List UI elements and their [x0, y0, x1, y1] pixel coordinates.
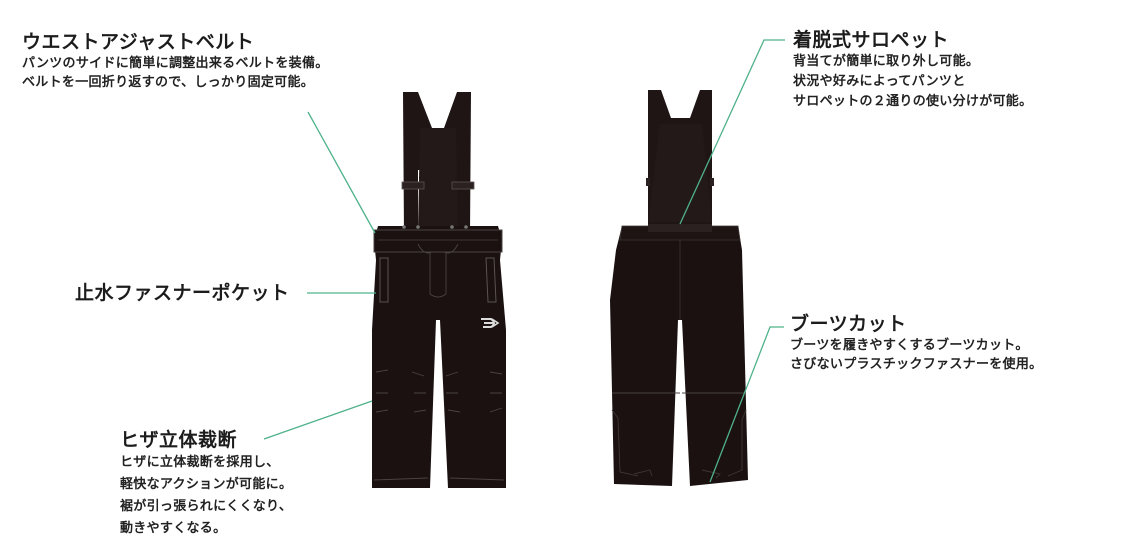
callout-desc-line: ブーツを履きやすくするブーツカット。	[790, 338, 1029, 353]
callout-title: 着脱式サロペット	[793, 29, 950, 51]
leader-line-detach	[679, 39, 785, 225]
callout-title: ブーツカット	[790, 313, 907, 335]
callout-desc-line: ヒザに立体裁断を採用し、	[120, 455, 280, 470]
daiwa-logo	[481, 318, 500, 328]
callout-desc-line: 裾が引っ張られにくくなり、	[120, 499, 293, 514]
callout-detachable-salopette: 着脱式サロペット 背当てが簡単に取り外し可能。 状況や好みによってパンツと サロ…	[793, 28, 1032, 112]
leader-line-boot	[709, 326, 784, 483]
callout-desc-line: パンツのサイドに簡単に調整出来るベルトを装備。	[22, 56, 329, 71]
callout-title: 止水ファスナーポケット	[75, 282, 290, 304]
callout-title: ウエストアジャストベルト	[22, 31, 255, 53]
callout-waist-adjust-belt: ウエストアジャストベルト パンツのサイドに簡単に調整出来るベルトを装備。 ベルト…	[22, 30, 329, 92]
leader-line-waist	[307, 111, 376, 234]
callout-desc-line: さびないプラスチックファスナーを使用。	[790, 357, 1043, 372]
callout-desc-line: 背当てが簡単に取り外し可能。	[793, 54, 980, 69]
callout-desc-line: 軽快なアクションが可能に。	[120, 477, 293, 492]
callout-desc-line: 動きやすくなる。	[120, 521, 227, 536]
salopette-front	[372, 92, 506, 488]
salopette-back	[610, 90, 748, 486]
callout-desc-line: ベルトを一回折り返すので、しっかり固定可能。	[22, 75, 315, 90]
callout-desc-line: 状況や好みによってパンツと	[793, 74, 966, 89]
callout-waterproof-zip-pocket: 止水ファスナーポケット	[75, 281, 290, 305]
leader-lines	[263, 39, 785, 483]
callout-title: ヒザ立体裁断	[120, 429, 238, 451]
leader-line-knee	[263, 400, 373, 440]
callout-desc-line: サロペットの２通りの使い分けが可能。	[793, 94, 1033, 109]
callout-knee-3d-cut: ヒザ立体裁断 ヒザに立体裁断を採用し、 軽快なアクションが可能に。 裾が引っ張ら…	[120, 428, 292, 540]
callout-boot-cut: ブーツカット ブーツを履きやすくするブーツカット。 さびないプラスチックファスナ…	[790, 312, 1042, 374]
